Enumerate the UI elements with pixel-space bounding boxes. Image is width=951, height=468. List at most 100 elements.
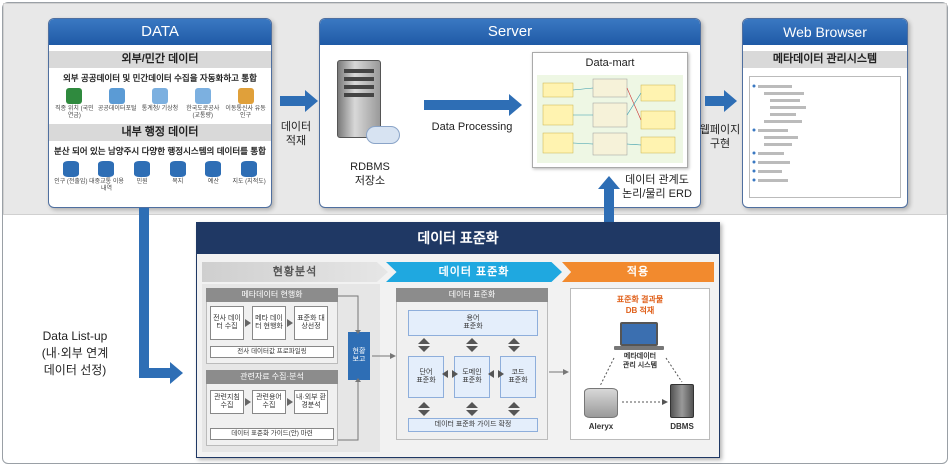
database-icon <box>205 161 222 178</box>
internal-source-label: 예산 <box>207 179 219 186</box>
external-source-label: 공공데이터포털 <box>97 106 137 112</box>
internal-source-label: 인구 (전출입) <box>54 179 88 186</box>
erd-lines <box>542 78 676 156</box>
phase3-label: 적용 <box>626 266 650 278</box>
dbms-label: DBMS <box>670 422 694 431</box>
external-source-label: 직종 위치 (국민연금) <box>55 106 94 119</box>
data-panel: DATA 외부/민간 데이터 외부 공공데이터 및 민간데이터 수집을 자동화하… <box>48 18 272 208</box>
data-source-icon <box>109 88 126 104</box>
meta-status-header: 메타데이터 현행화 <box>206 288 338 302</box>
data-source-icon <box>237 88 254 104</box>
erd-arrow-shaft <box>604 188 614 226</box>
external-source-item: 공공데이터포털 <box>96 88 138 119</box>
datamart-title: Data-mart <box>585 57 635 69</box>
internal-source-item: 복지 <box>160 161 195 192</box>
web-arrow-head <box>724 90 737 112</box>
internal-source-label: 민원 <box>136 179 148 186</box>
guide-prepare-box: 데이터 표준화 가이드(안) 마련 <box>210 428 334 440</box>
profiling-box: 전사 데이터값 프로파일링 <box>210 346 334 358</box>
external-desc: 외부 공공데이터 및 민간데이터 수집을 자동화하고 통합 <box>62 73 258 83</box>
external-icons: 직종 위치 (국민연금)공공데이터포털 통계청/ 기상청 한국도로공사 (교통량) 이… <box>49 88 271 119</box>
guide-confirm-box: 데이터 표준화 가이드 확정 <box>408 418 538 432</box>
std-title: 데이터 표준화 <box>196 222 720 254</box>
database-icon <box>98 161 115 178</box>
database-icon <box>134 161 151 178</box>
aleryx-label: Aleryx <box>588 422 614 431</box>
web-title: Web Browser <box>743 19 907 45</box>
internal-desc: 분산 되어 있는 남양주시 다양한 행정시스템의 데이터를 통합 <box>53 146 267 157</box>
external-source-item: 이동통신사 유동인구 <box>225 88 267 119</box>
processing-label: Data Processing <box>431 121 513 133</box>
rdbms-label: RDBMS 저장소 <box>350 161 390 187</box>
listup-arrow-head <box>170 362 183 384</box>
report-connectors <box>338 295 361 441</box>
dbms-icon <box>670 384 694 418</box>
phase1-label: 현황분석 <box>272 266 318 278</box>
external-source-label: 한국도로공사 (교통량) <box>186 106 220 119</box>
std-item-box: 도메인 표준화 <box>454 356 490 398</box>
external-source-label: 통계청/ 기상청 <box>141 106 179 112</box>
erd-label: 데이터 관계도 논리/물리 ERD <box>622 174 692 200</box>
external-source-label: 이동통신사 유동인구 <box>225 106 266 119</box>
report-box: 현황 보고 <box>348 332 370 380</box>
load-arrow-shaft <box>280 96 306 106</box>
internal-source-item: 대중교통 이용내역 <box>89 161 124 192</box>
external-source-item: 통계청/ 기상청 <box>139 88 181 119</box>
phase1-header: 현황분석 <box>202 262 388 282</box>
apply-connectors <box>599 357 683 405</box>
web-subtitle: 메타데이터 관리시스템 <box>743 51 907 68</box>
meta-system-label: 메타데이터 관리 시스템 <box>622 353 658 369</box>
meta-tree-screenshot <box>749 76 901 198</box>
internal-source-item: 예산 <box>196 161 231 192</box>
aleryx-icon <box>584 388 618 418</box>
internal-header: 내부 행정 데이터 <box>49 124 271 142</box>
phase3-header: 적용 <box>562 262 714 282</box>
load-label: 데이터 적재 <box>280 121 312 147</box>
web-label: 웹페이지 구현 <box>699 124 741 150</box>
erd-diagram <box>537 75 683 163</box>
server-tower-icon <box>337 60 381 138</box>
database-icon <box>62 161 79 178</box>
internal-source-item: 지도 (지적도) <box>232 161 267 192</box>
term-std-box: 용어 표준화 <box>408 310 538 336</box>
external-header: 외부/민간 데이터 <box>49 51 271 68</box>
web-panel: Web Browser 메타데이터 관리시스템 <box>742 18 908 208</box>
std-item-box: 단어 표준화 <box>408 356 444 398</box>
listup-label: Data List-up (내·외부 연계 데이터 선정) <box>41 329 109 377</box>
step-arrow-icon <box>245 398 251 406</box>
load-arrow-head <box>305 90 318 112</box>
erd-arrow-head <box>598 176 620 189</box>
step-arrow-icon <box>245 319 251 327</box>
report-to-std-arrow <box>372 353 396 359</box>
phase2-header: 데이터 표준화 <box>386 262 562 282</box>
external-source-item: 직종 위치 (국민연금) <box>53 88 95 119</box>
related-step-box: 내·외부 환경분석 <box>294 390 328 414</box>
meta-step-box: 메타 데이터 현행화 <box>252 306 286 340</box>
step-arrow-icon <box>287 398 293 406</box>
internal-source-label: 지도 (지적도) <box>232 179 266 186</box>
apply-title: 표준화 결과물 DB 적재 <box>616 295 664 315</box>
std-item-box: 코드 표준화 <box>500 356 536 398</box>
listup-arrow-vertical <box>139 208 149 378</box>
datamart-box: Data-mart <box>532 52 688 168</box>
internal-source-item: 민원 <box>125 161 160 192</box>
database-icon <box>241 161 258 178</box>
processing-arrow-head <box>509 94 522 116</box>
phase2-label: 데이터 표준화 <box>438 266 510 278</box>
step-arrow-icon <box>287 319 293 327</box>
processing-arrow-shaft <box>424 100 510 110</box>
cloud-icon <box>366 126 400 144</box>
meta-step-box: 표준화 대상선정 <box>294 306 328 340</box>
data-source-icon <box>151 88 168 104</box>
tree-lines <box>752 84 806 182</box>
internal-source-item: 인구 (전출입) <box>53 161 88 192</box>
web-arrow-shaft <box>705 96 725 106</box>
related-step-box: 관련지침 수집 <box>210 390 244 414</box>
meta-step-box: 전사 데이터 수집 <box>210 306 244 340</box>
data-panel-title: DATA <box>49 19 271 45</box>
related-step-box: 관련용어 수집 <box>252 390 286 414</box>
listup-arrow-horizontal <box>139 368 171 378</box>
database-icon <box>169 161 186 178</box>
